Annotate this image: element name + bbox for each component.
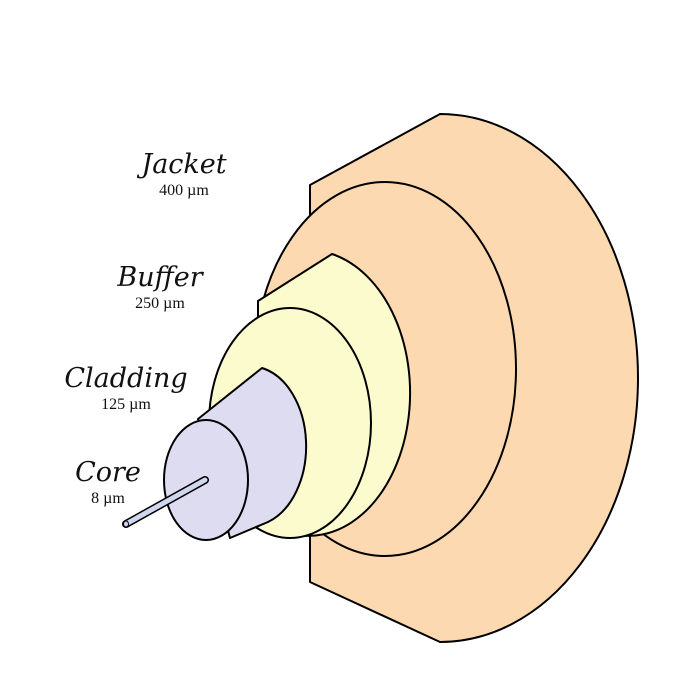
cladding-layer [163, 367, 308, 541]
buffer-name: Buffer [116, 262, 204, 293]
core-rod [123, 477, 208, 527]
core-end-face [123, 520, 129, 528]
cladding-size: 125 µm [101, 396, 151, 413]
jacket-label: Jacket 400 µm [136, 149, 226, 199]
jacket-name: Jacket [136, 149, 226, 180]
core-layer [122, 476, 209, 528]
buffer-label: Buffer 250 µm [116, 262, 204, 312]
core-label: Core 8 µm [75, 457, 141, 507]
cladding-name: Cladding [64, 363, 187, 394]
buffer-size: 250 µm [135, 295, 185, 312]
jacket-size: 400 µm [159, 182, 209, 199]
core-size: 8 µm [91, 490, 125, 507]
cladding-label: Cladding 125 µm [64, 363, 187, 413]
core-name: Core [75, 457, 141, 488]
